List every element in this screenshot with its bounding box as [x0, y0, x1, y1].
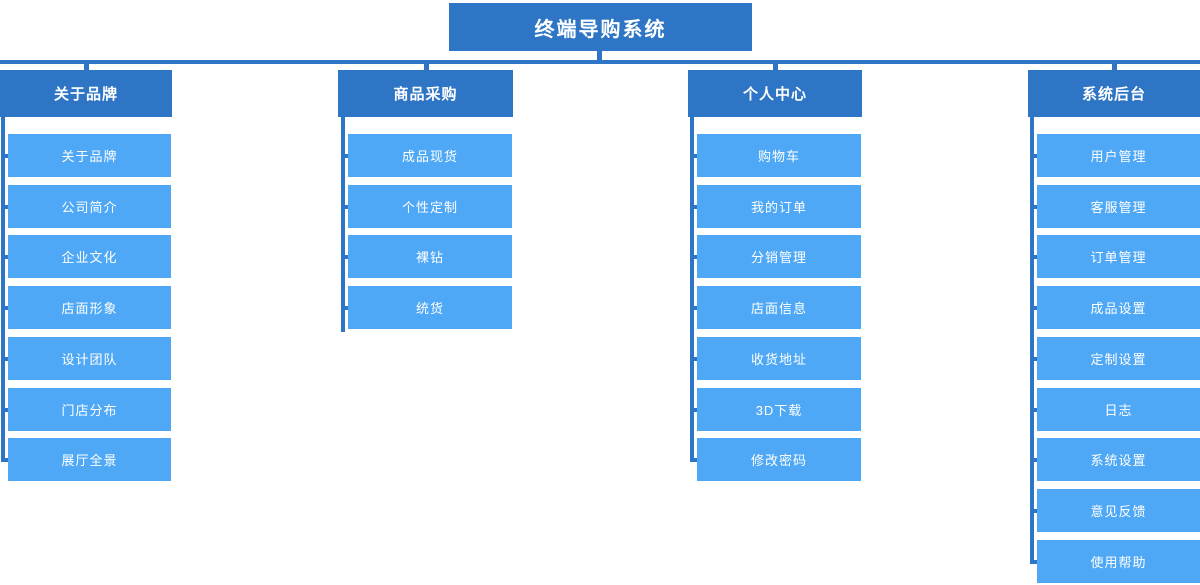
connector-tick	[341, 255, 351, 259]
branch-column-line	[1, 117, 5, 462]
branch-header: 商品采购	[338, 70, 513, 117]
branch-column-line	[341, 117, 345, 332]
connector-tick	[1030, 408, 1040, 412]
connector-tick	[1, 205, 11, 209]
child-node: 使用帮助	[1037, 540, 1200, 583]
child-node: 成品设置	[1037, 286, 1200, 329]
child-node: 店面信息	[697, 286, 861, 329]
connector-tick	[690, 458, 700, 462]
child-node: 企业文化	[8, 235, 171, 278]
connector-tick	[341, 154, 351, 158]
connector-tick	[690, 154, 700, 158]
child-node: 统货	[348, 286, 512, 329]
connector-tick	[1030, 154, 1040, 158]
child-node: 意见反馈	[1037, 489, 1200, 532]
connector-tick	[1030, 255, 1040, 259]
branch-column-line	[690, 117, 694, 462]
connector-tick	[690, 408, 700, 412]
child-node: 购物车	[697, 134, 861, 177]
connector-tick	[1030, 509, 1040, 513]
diagram-title: 终端导购系统	[449, 3, 752, 51]
connector-tick	[690, 255, 700, 259]
connector-tick	[690, 205, 700, 209]
child-node: 系统设置	[1037, 438, 1200, 481]
connector-tick	[1, 306, 11, 310]
connector-tick	[1, 357, 11, 361]
branch-connector-stub	[84, 64, 89, 70]
connector-tick	[1030, 560, 1040, 564]
connector-tick	[1030, 205, 1040, 209]
branch-column-line	[1030, 117, 1034, 563]
child-node: 门店分布	[8, 388, 171, 431]
child-node: 我的订单	[697, 185, 861, 228]
child-node: 展厅全景	[8, 438, 171, 481]
child-node: 设计团队	[8, 337, 171, 380]
child-node: 关于品牌	[8, 134, 171, 177]
branch-connector-stub	[1112, 64, 1117, 70]
connector-tick	[1, 255, 11, 259]
child-node: 分销管理	[697, 235, 861, 278]
child-node: 店面形象	[8, 286, 171, 329]
child-node: 公司简介	[8, 185, 171, 228]
branch-header: 关于品牌	[0, 70, 172, 117]
branch-connector-stub	[773, 64, 778, 70]
title-connector-stub	[597, 51, 602, 61]
child-node: 用户管理	[1037, 134, 1200, 177]
child-node: 客服管理	[1037, 185, 1200, 228]
child-node: 裸钻	[348, 235, 512, 278]
branch-connector-stub	[424, 64, 429, 70]
child-node: 定制设置	[1037, 337, 1200, 380]
connector-spine	[0, 60, 1200, 64]
connector-tick	[690, 357, 700, 361]
connector-tick	[1, 458, 11, 462]
connector-tick	[1030, 306, 1040, 310]
branch-header: 系统后台	[1028, 70, 1200, 117]
connector-tick	[1030, 458, 1040, 462]
child-node: 收货地址	[697, 337, 861, 380]
connector-tick	[1030, 357, 1040, 361]
child-node: 修改密码	[697, 438, 861, 481]
child-node: 订单管理	[1037, 235, 1200, 278]
connector-tick	[341, 306, 351, 310]
child-node: 个性定制	[348, 185, 512, 228]
branch-header: 个人中心	[688, 70, 862, 117]
child-node: 3D下载	[697, 388, 861, 431]
connector-tick	[690, 306, 700, 310]
connector-tick	[341, 205, 351, 209]
connector-tick	[1, 408, 11, 412]
child-node: 成品现货	[348, 134, 512, 177]
connector-tick	[1, 154, 11, 158]
child-node: 日志	[1037, 388, 1200, 431]
